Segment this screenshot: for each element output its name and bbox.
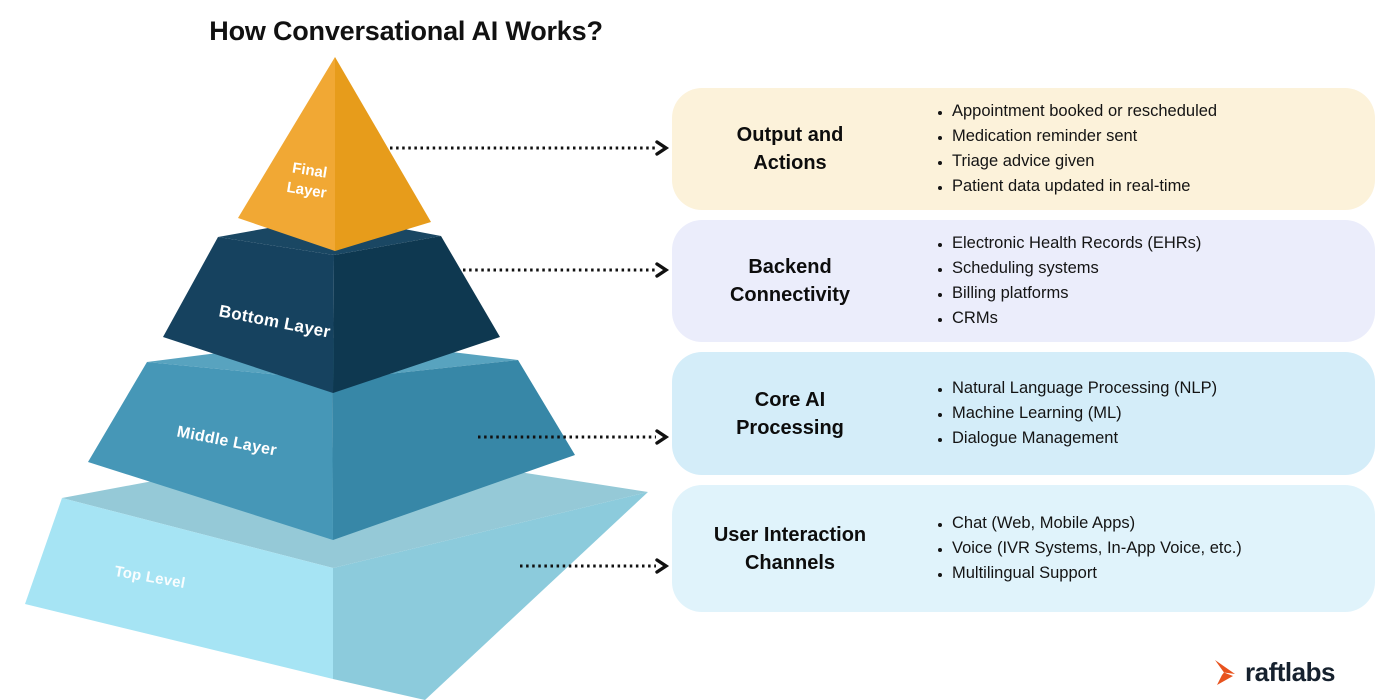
card-bullet-list: Chat (Web, Mobile Apps)Voice (IVR System… bbox=[930, 511, 1242, 586]
bullet-item: Chat (Web, Mobile Apps) bbox=[952, 511, 1242, 536]
logo-text: raftlabs bbox=[1245, 657, 1335, 687]
card-title: User Interaction Channels bbox=[713, 523, 867, 574]
bullet-item: Multilingual Support bbox=[952, 561, 1242, 586]
pyramid-final-layer-left-face bbox=[238, 57, 335, 251]
page-title: How Conversational AI Works? bbox=[209, 16, 603, 46]
connector-arrow-top-level bbox=[520, 558, 670, 574]
info-card: Backend Connectivity Electronic Health R… bbox=[672, 220, 1375, 342]
bullet-item: Scheduling systems bbox=[952, 256, 1201, 281]
info-card: Output and Actions Appointment booked or… bbox=[672, 88, 1375, 210]
bullet-item: Patient data updated in real-time bbox=[952, 174, 1217, 199]
card-bullet-list: Natural Language Processing (NLP)Machine… bbox=[930, 376, 1217, 451]
origami-bird-icon bbox=[1215, 659, 1235, 685]
bullet-item: Voice (IVR Systems, In-App Voice, etc.) bbox=[952, 536, 1242, 561]
pyramid-bottom-layer-right-face bbox=[333, 236, 500, 393]
arrowhead-icon bbox=[655, 558, 670, 574]
pyramid-graphic bbox=[25, 57, 670, 700]
bullet-item: Billing platforms bbox=[952, 281, 1201, 306]
pyramid-middle-layer-left-face bbox=[88, 362, 333, 540]
bullet-item: Natural Language Processing (NLP) bbox=[952, 376, 1217, 401]
info-cards-column: Output and Actions Appointment booked or… bbox=[672, 88, 1375, 612]
card-title: Backend Connectivity bbox=[729, 256, 851, 306]
card-bullet-list: Appointment booked or rescheduledMedicat… bbox=[930, 99, 1217, 199]
card-title: Core AI Processing bbox=[736, 388, 844, 439]
info-card: User Interaction Channels Chat (Web, Mob… bbox=[672, 485, 1375, 612]
pyramid-middle-layer-right-face bbox=[332, 360, 575, 540]
arrowhead-icon bbox=[655, 429, 670, 445]
connector-arrow-final-layer bbox=[390, 140, 670, 156]
connector-arrow-bottom-layer bbox=[463, 262, 670, 278]
pyramid-final-layer-right-face bbox=[335, 57, 431, 251]
connector-arrow-middle-layer bbox=[478, 429, 670, 445]
bullet-item: Appointment booked or rescheduled bbox=[952, 99, 1217, 124]
arrowhead-icon bbox=[655, 262, 670, 278]
arrowhead-icon bbox=[655, 140, 670, 156]
pyramid-bottom-layer-left-face bbox=[163, 237, 334, 393]
card-title: Output and Actions bbox=[736, 124, 844, 174]
bullet-item: Medication reminder sent bbox=[952, 124, 1217, 149]
info-card: Core AI Processing Natural Language Proc… bbox=[672, 352, 1375, 475]
bullet-item: CRMs bbox=[952, 306, 1201, 331]
bullet-item: Machine Learning (ML) bbox=[952, 401, 1217, 426]
pyramid-top-level-right-face bbox=[333, 492, 648, 700]
card-bullet-list: Electronic Health Records (EHRs)Scheduli… bbox=[930, 231, 1201, 331]
bullet-item: Dialogue Management bbox=[952, 426, 1217, 451]
raftlabs-logo: raftlabs bbox=[1212, 657, 1335, 688]
bullet-item: Electronic Health Records (EHRs) bbox=[952, 231, 1201, 256]
pyramid-top-level-left-face bbox=[25, 498, 333, 679]
bullet-item: Triage advice given bbox=[952, 149, 1217, 174]
